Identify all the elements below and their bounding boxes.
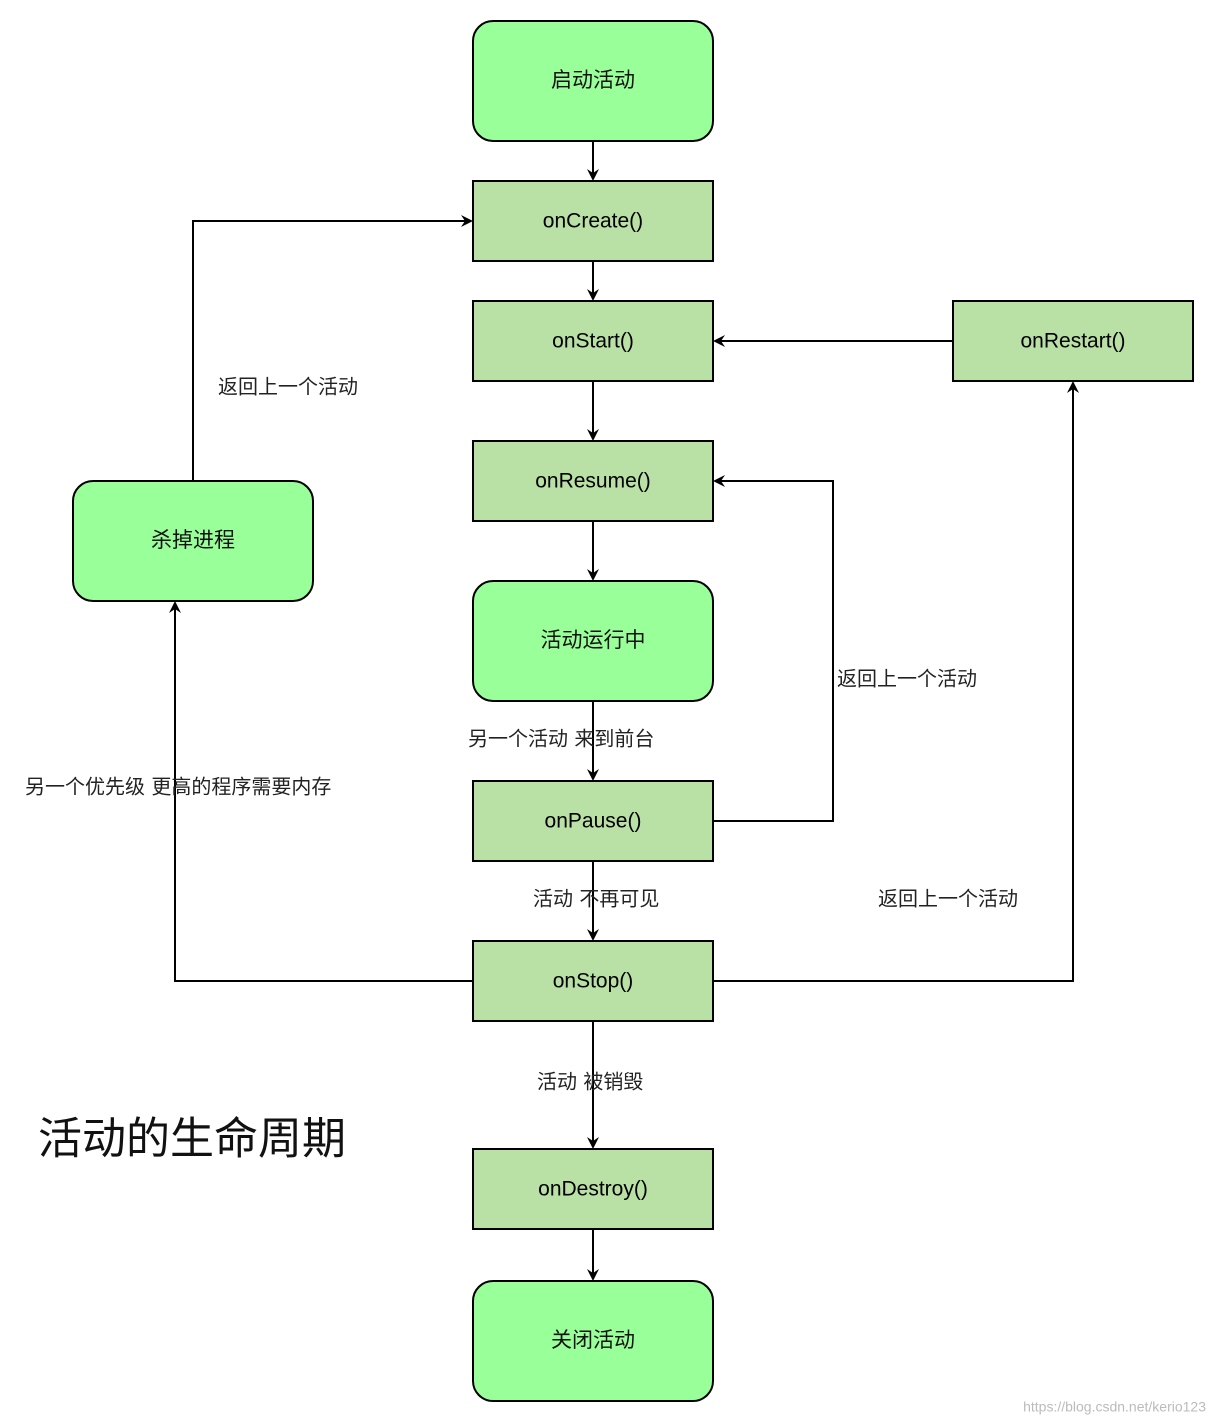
edge-kill-to-oncreate <box>192 215 473 481</box>
node-label: onStart() <box>552 330 634 353</box>
node-label: 启动活动 <box>551 68 635 92</box>
node-label: 关闭活动 <box>551 1328 635 1352</box>
node-label: 杀掉进程 <box>151 528 235 552</box>
edge-onstop-to-onrestart <box>713 381 1079 982</box>
edge-label-back-kill: 返回上一个活动 <box>218 375 358 399</box>
node-activity-running: 活动运行中 <box>472 580 714 702</box>
edge-label-not-visible: 活动 不再可见 <box>533 887 659 911</box>
node-start-activity: 启动活动 <box>472 20 714 142</box>
node-label: onStop() <box>553 970 634 993</box>
node-label: onDestroy() <box>538 1178 648 1201</box>
node-onpause: onPause() <box>472 780 714 862</box>
node-oncreate: onCreate() <box>472 180 714 262</box>
node-onrestart: onRestart() <box>952 300 1194 382</box>
edge-label-another-front: 另一个活动 来到前台 <box>468 727 654 751</box>
node-label: onPause() <box>545 810 642 833</box>
node-label: 活动运行中 <box>541 628 646 652</box>
node-onstart: onStart() <box>472 300 714 382</box>
edge-label-priority-memory: 另一个优先级 更高的程序需要内存 <box>25 775 331 799</box>
diagram-title: 活动的生命周期 <box>38 1114 346 1165</box>
node-label: onCreate() <box>543 210 643 233</box>
watermark: https://blog.csdn.net/kerio123 <box>1023 1399 1206 1415</box>
edge-onpause-to-onresume <box>713 475 834 822</box>
node-label: onRestart() <box>1020 330 1125 353</box>
edge-label-destroyed: 活动 被销毁 <box>537 1070 643 1094</box>
node-kill-process: 杀掉进程 <box>72 480 314 602</box>
node-onresume: onResume() <box>472 440 714 522</box>
edge-label-back-pause: 返回上一个活动 <box>837 667 977 691</box>
node-onstop: onStop() <box>472 940 714 1022</box>
node-close-activity: 关闭活动 <box>472 1280 714 1402</box>
node-label: onResume() <box>535 470 651 493</box>
node-ondestroy: onDestroy() <box>472 1148 714 1230</box>
edges <box>169 141 1079 1281</box>
edge-label-back-stop: 返回上一个活动 <box>878 887 1018 911</box>
edge-onstop-to-kill <box>169 601 473 982</box>
